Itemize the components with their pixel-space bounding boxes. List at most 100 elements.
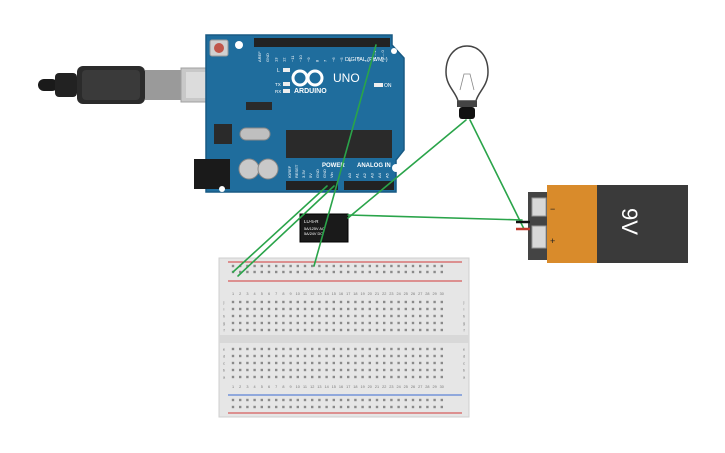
breadboard-hole[interactable] <box>411 405 415 409</box>
breadboard-hole[interactable] <box>332 368 335 372</box>
breadboard-hole[interactable] <box>433 347 436 351</box>
breadboard-hole[interactable] <box>383 361 386 365</box>
breadboard-hole[interactable] <box>411 375 415 379</box>
breadboard-hole[interactable] <box>303 307 307 311</box>
breadboard-hole[interactable] <box>361 314 364 318</box>
breadboard-hole[interactable] <box>361 321 364 325</box>
breadboard-hole[interactable] <box>260 405 263 409</box>
breadboard-hole[interactable] <box>332 328 335 332</box>
breadboard-hole[interactable] <box>231 368 235 372</box>
breadboard-hole[interactable] <box>383 405 386 409</box>
breadboard-hole[interactable] <box>426 375 429 379</box>
breadboard-hole[interactable] <box>404 354 407 358</box>
breadboard-hole[interactable] <box>275 300 278 304</box>
breadboard-hole[interactable] <box>375 405 379 409</box>
breadboard-hole[interactable] <box>397 300 400 304</box>
breadboard-hole[interactable] <box>239 307 242 311</box>
breadboard-hole[interactable] <box>426 361 429 365</box>
breadboard-hole[interactable] <box>239 375 242 379</box>
breadboard-hole[interactable] <box>440 398 443 402</box>
breadboard-hole[interactable] <box>246 307 249 311</box>
breadboard-hole[interactable] <box>325 361 328 365</box>
breadboard-hole[interactable] <box>296 300 299 304</box>
breadboard-hole[interactable] <box>260 321 263 325</box>
breadboard-hole[interactable] <box>390 368 393 372</box>
breadboard-hole[interactable] <box>368 264 371 268</box>
breadboard-hole[interactable] <box>318 368 321 372</box>
breadboard-hole[interactable] <box>354 354 357 358</box>
breadboard-hole[interactable] <box>354 270 357 274</box>
breadboard-hole[interactable] <box>426 405 429 409</box>
breadboard-hole[interactable] <box>246 347 249 351</box>
breadboard-hole[interactable] <box>289 328 292 332</box>
breadboard-hole[interactable] <box>383 314 386 318</box>
breadboard-hole[interactable] <box>426 300 429 304</box>
breadboard-hole[interactable] <box>296 307 299 311</box>
breadboard-hole[interactable] <box>404 375 407 379</box>
breadboard-hole[interactable] <box>275 328 278 332</box>
breadboard-hole[interactable] <box>260 300 263 304</box>
breadboard-hole[interactable] <box>347 328 350 332</box>
breadboard-hole[interactable] <box>347 270 350 274</box>
breadboard-hole[interactable] <box>303 270 307 274</box>
breadboard-hole[interactable] <box>426 328 429 332</box>
breadboard-hole[interactable] <box>289 375 292 379</box>
breadboard-hole[interactable] <box>303 314 307 318</box>
breadboard-hole[interactable] <box>397 405 400 409</box>
breadboard-hole[interactable] <box>361 398 364 402</box>
breadboard-hole[interactable] <box>231 354 235 358</box>
breadboard-hole[interactable] <box>246 375 249 379</box>
breadboard-hole[interactable] <box>390 405 393 409</box>
breadboard-hole[interactable] <box>354 368 357 372</box>
breadboard-hole[interactable] <box>440 368 443 372</box>
breadboard-hole[interactable] <box>354 361 357 365</box>
wire-relay-to-battery[interactable] <box>347 214 523 221</box>
breadboard-hole[interactable] <box>325 405 328 409</box>
breadboard-hole[interactable] <box>325 354 328 358</box>
breadboard-hole[interactable] <box>325 375 328 379</box>
breadboard[interactable] <box>218 257 470 418</box>
breadboard-hole[interactable] <box>368 361 371 365</box>
breadboard-hole[interactable] <box>426 270 429 274</box>
breadboard-hole[interactable] <box>390 300 393 304</box>
breadboard-hole[interactable] <box>433 398 436 402</box>
breadboard-hole[interactable] <box>311 398 314 402</box>
wire-pin2-to-relay[interactable] <box>313 44 377 267</box>
breadboard-hole[interactable] <box>289 300 292 304</box>
breadboard-hole[interactable] <box>239 405 242 409</box>
breadboard-hole[interactable] <box>311 270 314 274</box>
breadboard-hole[interactable] <box>231 300 235 304</box>
usb-cable-icon[interactable] <box>38 66 232 104</box>
breadboard-hole[interactable] <box>231 375 235 379</box>
breadboard-hole[interactable] <box>339 270 343 274</box>
breadboard-hole[interactable] <box>419 321 422 325</box>
breadboard-hole[interactable] <box>289 270 292 274</box>
breadboard-hole[interactable] <box>390 361 393 365</box>
breadboard-hole[interactable] <box>433 321 436 325</box>
breadboard-hole[interactable] <box>368 270 371 274</box>
breadboard-hole[interactable] <box>390 398 393 402</box>
breadboard-hole[interactable] <box>296 270 299 274</box>
breadboard-hole[interactable] <box>253 307 256 311</box>
breadboard-hole[interactable] <box>383 321 386 325</box>
breadboard-hole[interactable] <box>347 368 350 372</box>
breadboard-hole[interactable] <box>289 361 292 365</box>
breadboard-hole[interactable] <box>411 347 415 351</box>
breadboard-hole[interactable] <box>404 347 407 351</box>
breadboard-hole[interactable] <box>361 361 364 365</box>
breadboard-hole[interactable] <box>318 347 321 351</box>
wire-bulb-to-battery[interactable] <box>469 119 525 230</box>
breadboard-hole[interactable] <box>390 328 393 332</box>
breadboard-hole[interactable] <box>289 398 292 402</box>
breadboard-hole[interactable] <box>332 300 335 304</box>
breadboard-hole[interactable] <box>325 347 328 351</box>
breadboard-hole[interactable] <box>397 314 400 318</box>
breadboard-hole[interactable] <box>419 300 422 304</box>
breadboard-hole[interactable] <box>419 328 422 332</box>
breadboard-hole[interactable] <box>318 307 321 311</box>
breadboard-hole[interactable] <box>311 321 314 325</box>
breadboard-hole[interactable] <box>347 361 350 365</box>
breadboard-hole[interactable] <box>375 347 379 351</box>
breadboard-hole[interactable] <box>303 354 307 358</box>
breadboard-hole[interactable] <box>419 270 422 274</box>
